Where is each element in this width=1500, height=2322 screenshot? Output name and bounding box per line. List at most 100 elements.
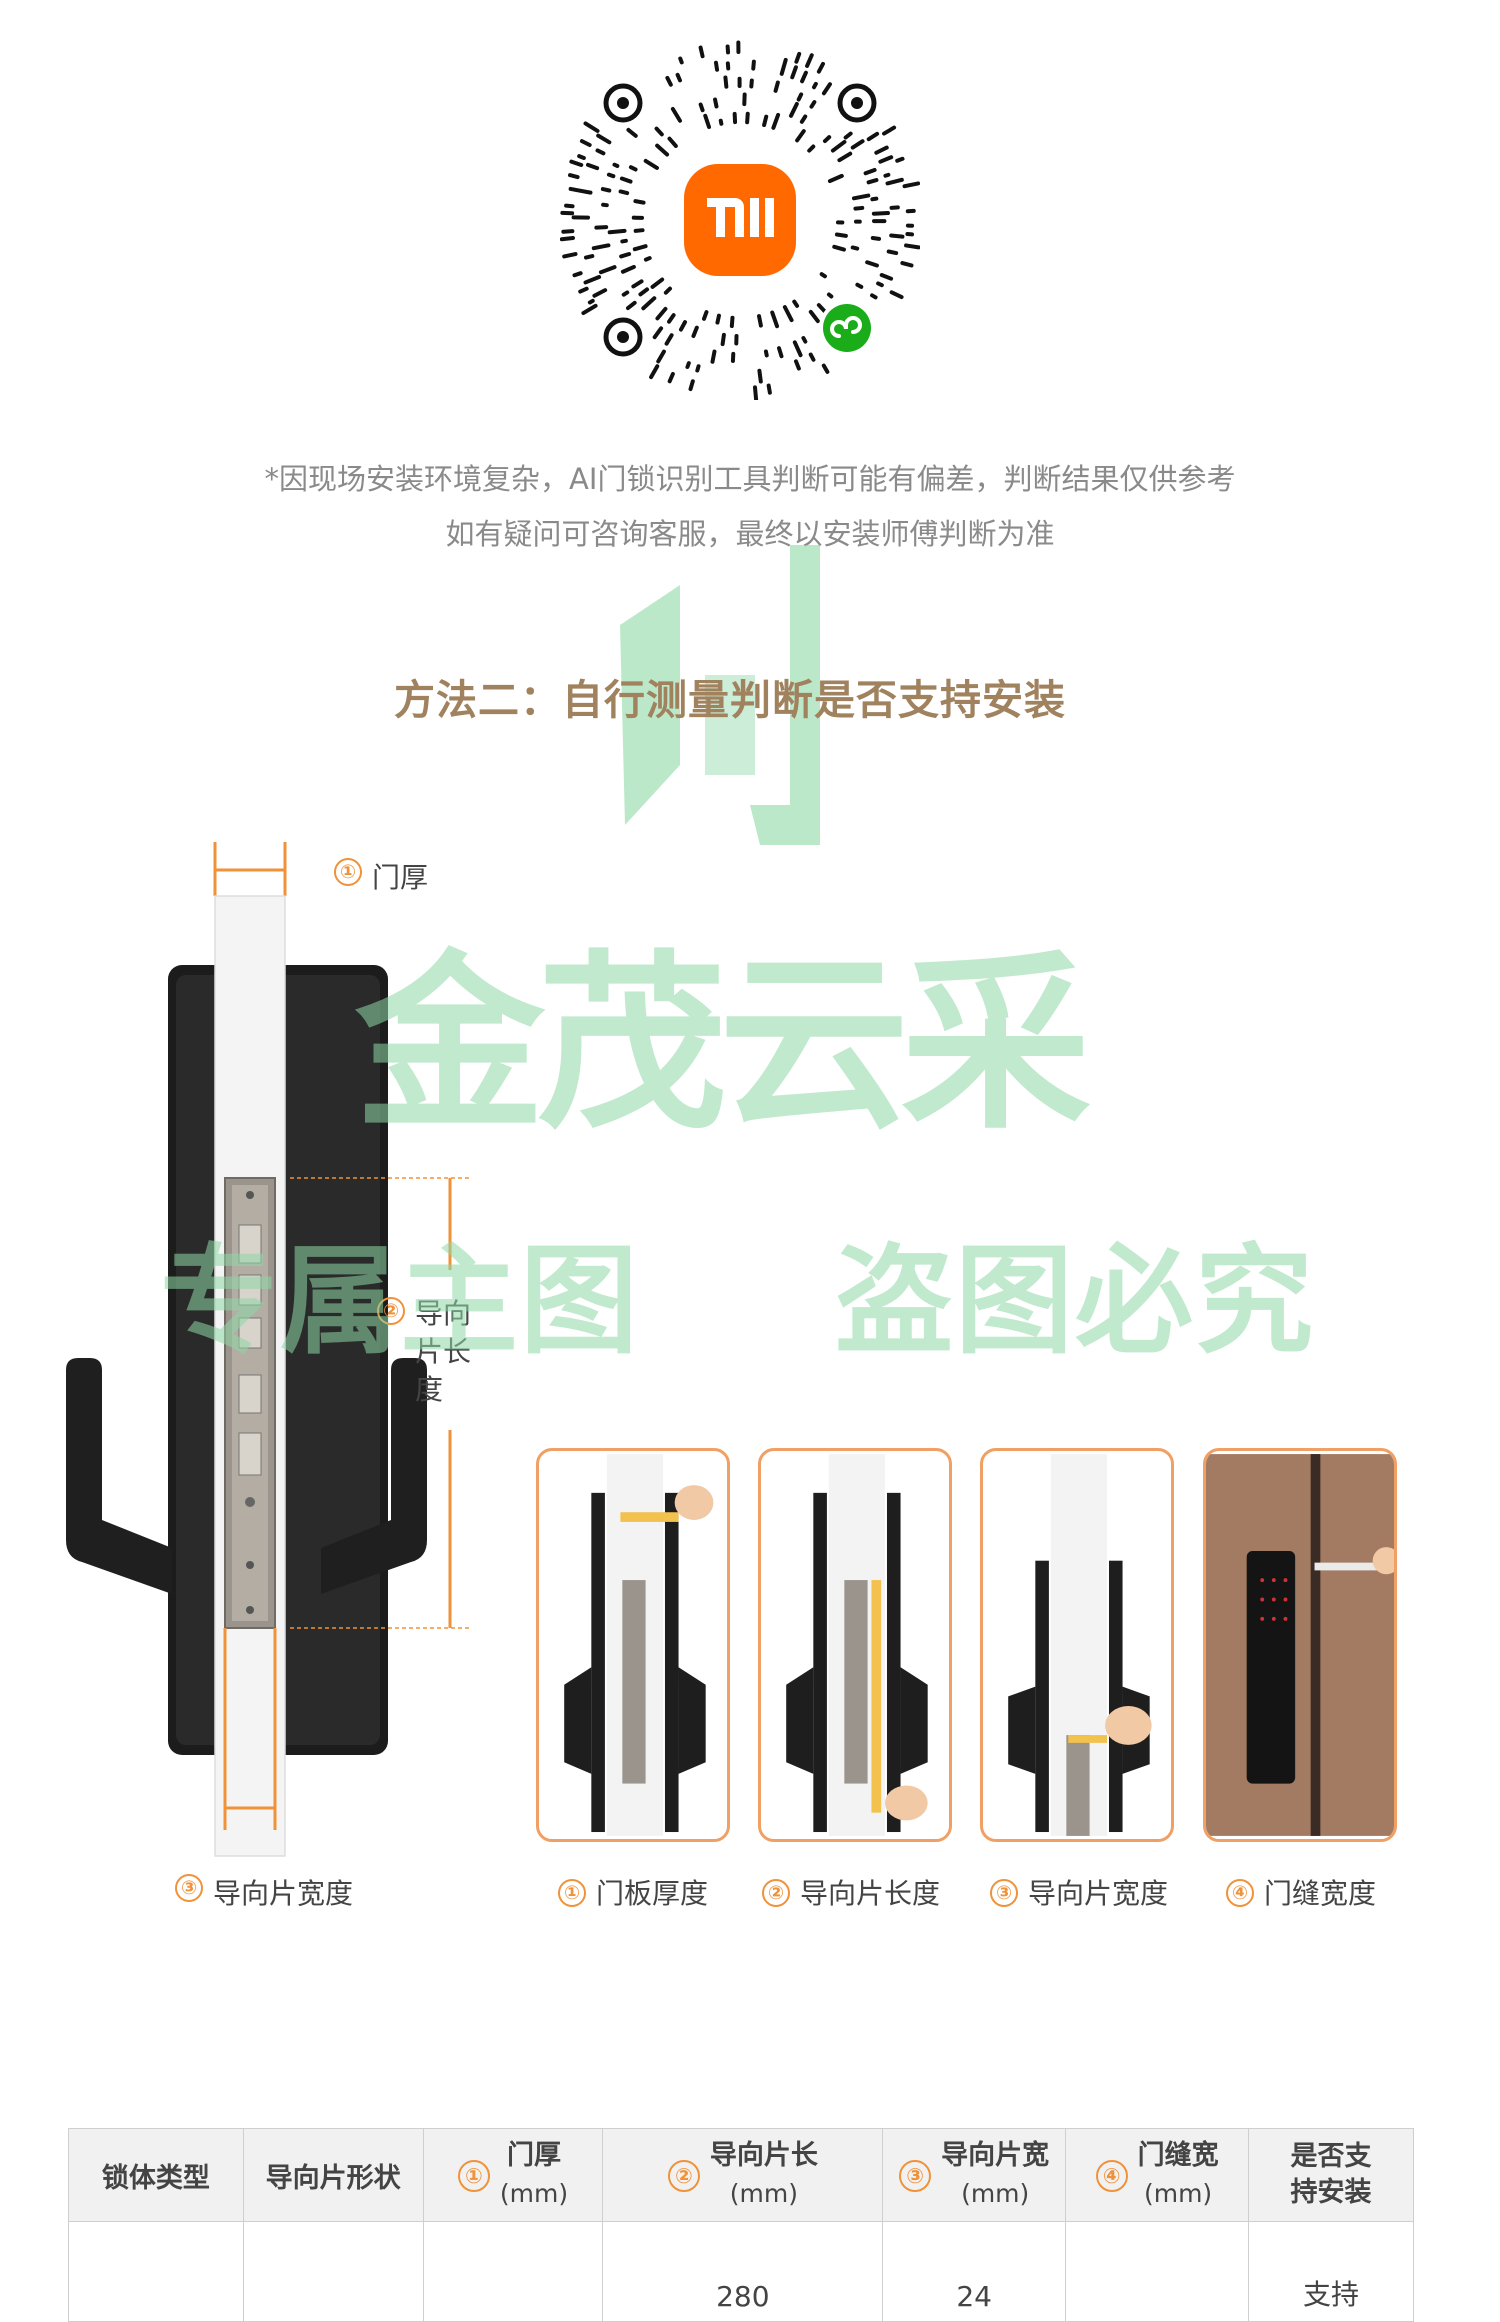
lock-measurement-diagram xyxy=(60,830,500,1880)
table-row: 280 24 支持 xyxy=(68,2221,1414,2322)
qr-code-mark xyxy=(579,139,592,147)
qr-code-mark xyxy=(655,143,670,157)
disclaimer-line-1: *因现场安装环境复杂，AI门锁识别工具判断可能有偏差，判断结果仅供参考 xyxy=(264,462,1236,496)
qr-code-mark xyxy=(612,162,620,168)
callout-label: 导向片宽度 xyxy=(213,1877,354,1910)
qr-code-mark xyxy=(792,340,803,358)
qr-code-mark xyxy=(809,100,817,109)
qr-code-mark xyxy=(866,178,879,185)
qr-code-mark xyxy=(816,61,825,74)
header-unit: (mm) xyxy=(961,2179,1030,2208)
qr-code-mark xyxy=(799,114,808,124)
number-badge: ③ xyxy=(899,2160,932,2192)
card-label-text: 门板厚度 xyxy=(596,1877,709,1910)
qr-code-mark xyxy=(889,233,905,239)
photo-card-guide-length[interactable] xyxy=(758,1448,952,1842)
qr-code-mark xyxy=(561,229,575,234)
qr-code-mark xyxy=(904,243,921,250)
qr-code-mark xyxy=(870,196,879,202)
qr-code-mark xyxy=(808,309,820,324)
qr-code-mark xyxy=(771,112,781,130)
callout-label: 门厚 xyxy=(372,861,429,894)
qr-code-mark xyxy=(667,136,678,148)
qr-code-mark xyxy=(625,300,637,311)
header-guide-shape: 导向片形状 xyxy=(242,2128,424,2222)
header-unit: (mm) xyxy=(499,2179,569,2208)
header-door-thickness: ① 门厚 (mm) xyxy=(422,2128,604,2222)
qr-code-mark xyxy=(564,203,575,209)
qr-code-mark xyxy=(628,165,638,172)
mini-program-qr-code[interactable] xyxy=(559,40,921,403)
qr-code-mark xyxy=(652,326,664,340)
qr-code-mark xyxy=(718,118,724,126)
number-badge: ① xyxy=(558,1879,586,1907)
qr-code-mark xyxy=(757,314,763,328)
qr-code-mark xyxy=(822,135,832,144)
header-label: 导向片长 xyxy=(709,2140,818,2171)
callout-guide-width: ③ 导向片宽度 xyxy=(175,1872,353,1912)
qr-code-mark xyxy=(837,151,853,163)
qr-code-mark xyxy=(773,80,780,93)
qr-code-mark xyxy=(870,293,878,300)
card-label-guide-width: ③ 导向片宽度 xyxy=(990,1872,1168,1912)
qr-code-mark xyxy=(691,325,699,338)
qr-code-mark xyxy=(569,159,584,168)
qr-code-mark xyxy=(720,332,726,347)
section-title: 方法二：自行测量判断是否支持安装 xyxy=(394,676,1066,724)
qr-code-mark xyxy=(583,254,595,260)
number-badge: ② xyxy=(762,1879,790,1907)
header-guide-width: ③ 导向片宽 (mm) xyxy=(882,2128,1067,2222)
qr-code-mark xyxy=(821,82,832,96)
spec-table: 锁体类型 导向片形状 ① 门厚 (mm) ② 导向片长 (mm) xyxy=(68,2128,1414,2322)
qr-code-mark xyxy=(698,45,705,59)
qr-code-mark xyxy=(794,51,802,64)
qr-code-mark xyxy=(598,265,617,275)
qr-code-mark xyxy=(678,320,687,332)
qr-code-mark xyxy=(745,111,750,125)
qr-code-mark xyxy=(685,361,691,369)
number-badge: ① xyxy=(334,858,362,886)
qr-code-mark xyxy=(793,359,801,371)
qr-code-mark xyxy=(562,252,578,259)
qr-code-mark xyxy=(667,371,675,384)
table-header-row: 锁体类型 导向片形状 ① 门厚 (mm) ② 导向片长 (mm) xyxy=(68,2128,1414,2222)
qr-code-mark xyxy=(591,243,611,251)
qr-code-mark xyxy=(633,199,646,205)
header-label: 导向片宽 xyxy=(941,2140,1050,2171)
qr-code-mark xyxy=(675,72,682,83)
cell-guide-shape xyxy=(242,2221,424,2322)
qr-code-mark xyxy=(770,310,780,329)
header-gap-width: ④ 门缝宽 (mm) xyxy=(1065,2128,1250,2222)
qr-code-mark xyxy=(830,139,847,153)
photo-card-door-thickness[interactable] xyxy=(536,1448,730,1842)
qr-code-mark xyxy=(882,125,897,136)
qr-code-mark xyxy=(843,131,853,140)
qr-code-mark xyxy=(827,173,844,184)
header-label: 门缝宽 xyxy=(1137,2140,1219,2171)
header-unit: (mm) xyxy=(1143,2179,1213,2208)
qr-code-mark xyxy=(607,228,627,235)
card-label-guide-length: ② 导向片长度 xyxy=(762,1872,940,1912)
cell-guide-width: 24 xyxy=(882,2221,1067,2322)
qr-code-mark xyxy=(757,368,763,384)
qr-code-mark xyxy=(879,273,894,281)
qr-code-mark xyxy=(874,145,889,155)
qr-code-mark xyxy=(678,56,684,65)
photo-card-guide-width[interactable] xyxy=(980,1448,1174,1842)
header-guide-length: ② 导向片长 (mm) xyxy=(602,2128,884,2222)
qr-code-mark xyxy=(800,70,808,84)
qr-code-mark xyxy=(606,172,616,179)
photo-card-gap-width[interactable] xyxy=(1203,1448,1397,1842)
qr-code-mark xyxy=(638,287,650,297)
qr-code-mark xyxy=(819,272,827,279)
qr-code-mark xyxy=(792,299,800,308)
qr-code-mark xyxy=(729,315,735,329)
qr-code-mark xyxy=(808,352,816,362)
qr-code-mark xyxy=(632,244,648,252)
qr-code-mark xyxy=(698,102,705,113)
qr-code-mark xyxy=(782,305,794,323)
qr-code-mark xyxy=(568,186,577,192)
qr-code-mark xyxy=(763,349,769,358)
qr-code-mark xyxy=(883,172,891,178)
qr-code-mark xyxy=(902,181,921,189)
